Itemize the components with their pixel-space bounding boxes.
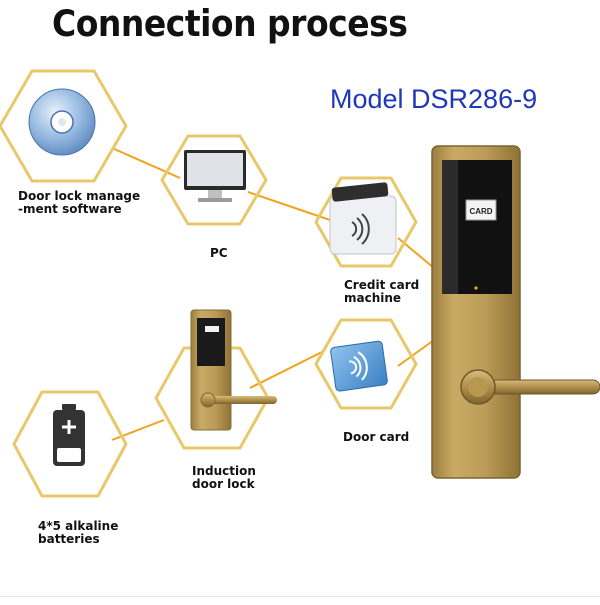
rfid-card-icon — [330, 340, 388, 392]
connector-software-pc — [111, 147, 181, 179]
label-batteries: 4*5 alkaline batteries — [38, 519, 119, 546]
connector-door-card-induction — [249, 351, 323, 389]
model-label: Model DSR286-9 — [330, 84, 538, 114]
label-door-card: Door card — [343, 430, 410, 444]
label-induction-lock: Induction door lock — [192, 464, 256, 491]
hexagon-pc — [160, 134, 268, 226]
monitor-icon — [184, 150, 246, 202]
hexagon-card-machine — [314, 176, 418, 268]
bottom-divider — [0, 596, 600, 597]
page-title: Connection process — [52, 2, 408, 45]
hexagon-frames — [0, 69, 418, 498]
connector-pc-card-machine — [247, 191, 331, 221]
battery-icon — [53, 404, 85, 466]
card-encoder-icon — [329, 182, 397, 255]
connector-door-card-lock — [397, 339, 435, 367]
hexagon-door-card — [314, 318, 418, 410]
label-pc: PC — [210, 246, 228, 260]
cd-disc-icon — [28, 88, 96, 156]
label-software: Door lock manage -ment software — [18, 189, 141, 216]
hexagon-software — [0, 69, 128, 183]
hexagon-batteries — [12, 390, 128, 498]
main-door-lock: CARD — [431, 145, 600, 479]
hexagon-induction-lock — [154, 346, 270, 450]
label-card-machine: Credit card machine — [344, 278, 420, 305]
lock-card-label: CARD — [469, 207, 492, 216]
door-lock-icon — [190, 309, 277, 431]
